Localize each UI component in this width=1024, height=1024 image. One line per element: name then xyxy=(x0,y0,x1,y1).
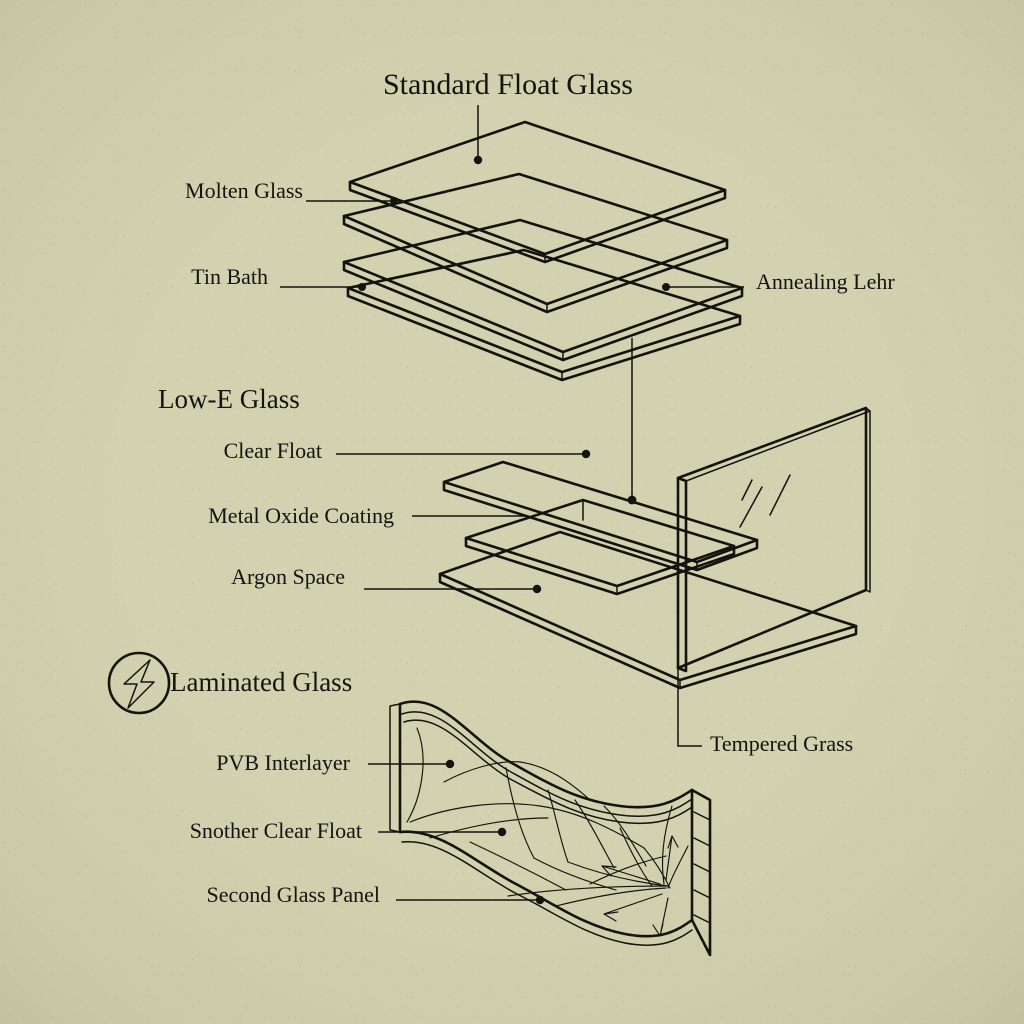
page-title-standard-float-glass: Standard Float Glass xyxy=(383,68,633,101)
label-argon-space: Argon Space xyxy=(231,564,345,589)
crack-lines xyxy=(406,727,689,937)
leader-molten-glass xyxy=(306,197,398,205)
float-panel-4 xyxy=(346,248,742,382)
label-snother-clear-float: Snother Clear Float xyxy=(189,818,362,843)
label-annealing-lehr: Annealing Lehr xyxy=(756,269,895,294)
low-e-assembly xyxy=(336,406,871,747)
leader-standard-float-glass xyxy=(473,105,483,165)
leader-annealing-lehr xyxy=(662,283,744,291)
label-metal-oxide-coating: Metal Oxide Coating xyxy=(208,503,394,528)
tempered-glass-pane xyxy=(676,406,871,673)
section-title-low-e-glass: Low-E Glass xyxy=(158,384,300,414)
leader-argon-space xyxy=(364,584,542,594)
leader-clear-float xyxy=(336,449,591,459)
leader-tempered-grass xyxy=(677,668,702,747)
leader-second-glass-panel xyxy=(396,895,545,905)
leader-pvb-interlayer xyxy=(368,759,455,769)
label-tempered-grass: Tempered Grass xyxy=(710,731,854,756)
section-title-laminated-glass: Laminated Glass xyxy=(170,667,353,697)
standard-float-stack xyxy=(280,105,744,505)
float-panel-2 xyxy=(342,172,729,314)
label-clear-float: Clear Float xyxy=(223,438,322,463)
lightning-bolt-icon xyxy=(107,651,171,715)
leader-tin-bath xyxy=(280,283,366,291)
lowe-panel-argon-space xyxy=(438,530,858,690)
float-panel-1 xyxy=(348,120,727,264)
leader-snother-clear-float xyxy=(378,827,507,837)
lowe-panel-metal-oxide xyxy=(464,498,736,596)
label-tin-bath: Tin Bath xyxy=(191,264,268,289)
laminated-glass-panel xyxy=(368,700,712,957)
label-second-glass-panel: Second Glass Panel xyxy=(206,882,380,907)
float-panel-3 xyxy=(342,218,744,362)
leader-stack-to-lowe xyxy=(627,338,637,505)
label-pvb-interlayer: PVB Interlayer xyxy=(216,750,350,775)
label-molten-glass: Molten Glass xyxy=(185,178,303,203)
